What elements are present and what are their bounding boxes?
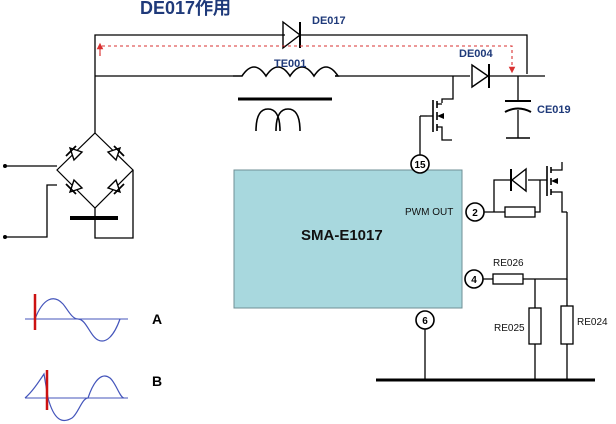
label-ic: SMA-E1017 bbox=[301, 227, 383, 244]
label-pwm-out: PWM OUT bbox=[405, 207, 453, 218]
svg-text:6: 6 bbox=[422, 316, 428, 327]
diode-de017 bbox=[282, 20, 302, 50]
inductor-te001 bbox=[233, 66, 340, 132]
label-waveform-a: A bbox=[152, 311, 162, 327]
label-de017: DE017 bbox=[312, 15, 346, 27]
svg-text:4: 4 bbox=[471, 275, 477, 286]
ic-block bbox=[233, 169, 463, 309]
svg-text:15: 15 bbox=[414, 160, 426, 171]
label-waveform-b: B bbox=[152, 373, 162, 389]
label-te001: TE001 bbox=[274, 58, 306, 70]
waveform-b bbox=[24, 370, 128, 422]
pwm-driver bbox=[484, 162, 567, 218]
capacitor-ce019 bbox=[504, 76, 532, 139]
diagram-title: DE017作用 bbox=[140, 0, 231, 18]
label-re026: RE026 bbox=[493, 258, 524, 269]
pin-4: 4 bbox=[464, 269, 484, 289]
current-sense bbox=[483, 212, 574, 380]
pin-15: 15 bbox=[410, 154, 430, 174]
waveform-a bbox=[25, 294, 128, 342]
label-re025: RE025 bbox=[494, 323, 525, 334]
pin-2: 2 bbox=[465, 202, 485, 222]
svg-text:2: 2 bbox=[472, 208, 478, 219]
label-de004: DE004 bbox=[459, 48, 494, 60]
label-re024: RE024 bbox=[577, 317, 608, 328]
diode-de004 bbox=[471, 63, 490, 89]
current-path-arrow bbox=[96, 42, 516, 74]
label-ce019: CE019 bbox=[537, 104, 571, 116]
mosfet-main bbox=[419, 76, 454, 155]
bridge-rectifier bbox=[3, 76, 134, 239]
pin-6: 6 bbox=[415, 310, 435, 330]
